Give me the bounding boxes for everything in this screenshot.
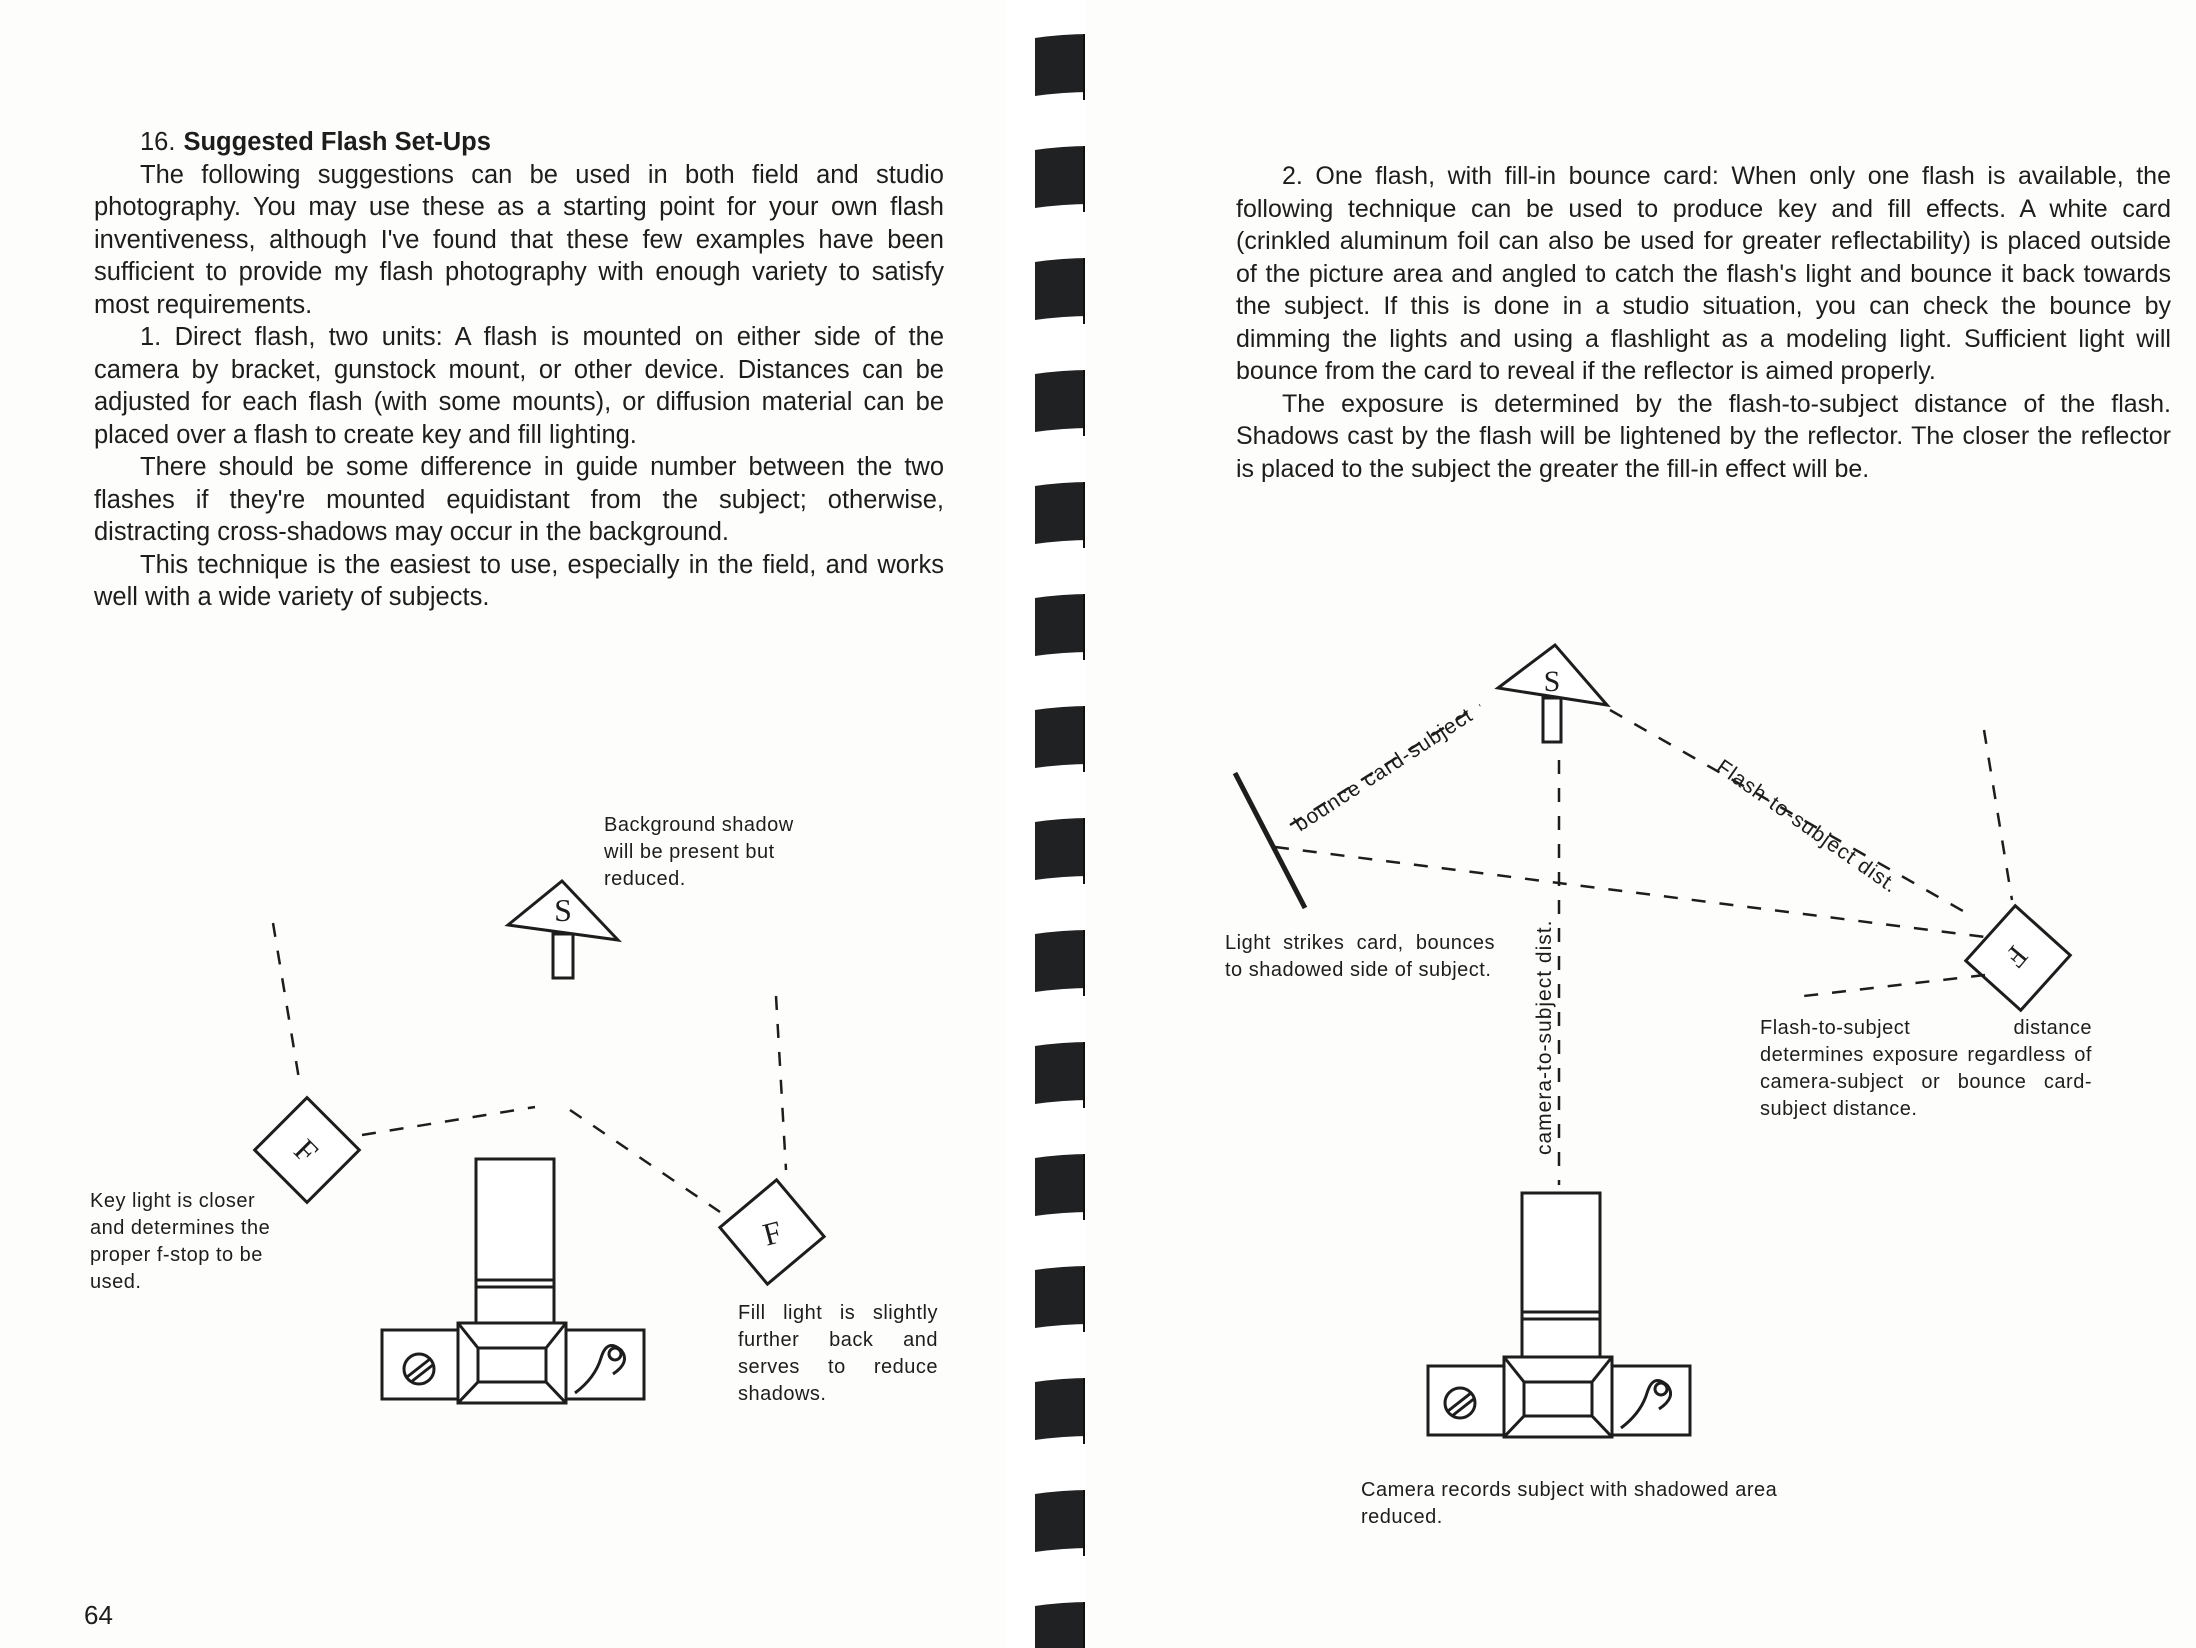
flash-to-subject-caption: Flash-to-subject distance determines exp… [1760, 1017, 2092, 1120]
paragraph: The following suggestions can be used in… [94, 160, 944, 319]
bounce-card-subject-label: bounce card-subject [1290, 704, 1477, 837]
distance-lines [1274, 703, 2014, 1185]
fill-flash-symbol [717, 1177, 827, 1287]
light-paths [271, 922, 788, 1214]
section-heading: 16.Suggested Flash Set-Ups [94, 126, 944, 159]
camera-symbol [380, 1157, 646, 1405]
camera-symbol-right [1426, 1191, 1692, 1439]
paragraph: There should be some difference in guide… [94, 453, 944, 546]
page-number-left: 64 [84, 1600, 113, 1630]
left-page: 16.Suggested Flash Set-Ups The following… [0, 0, 1020, 1648]
section-title: Suggested Flash Set-Ups [183, 128, 491, 156]
subject-symbol-right [1494, 642, 1611, 744]
paragraph: This technique is the easiest to use, es… [94, 550, 944, 612]
flash-to-subject-dist-label: Flash-to-subject dist. [1712, 755, 1902, 898]
background-shadow-caption: Background shadow will be present but re… [604, 814, 794, 890]
key-flash-symbol [252, 1095, 362, 1205]
paragraph: The exposure is determined by the flash-… [1236, 389, 2171, 483]
subject-label: S [554, 892, 572, 928]
subject-symbol [504, 878, 623, 980]
camera-records-caption: Camera records subject with shadowed are… [1361, 1479, 1778, 1528]
direct-flash-diagram: S F F [252, 878, 827, 1405]
camera-to-subject-dist-label: camera-to-subject dist. [1533, 920, 1556, 1155]
subject-label-right: S [1544, 665, 1561, 698]
light-strikes-caption: Light strikes card, bounces to shadowed … [1225, 932, 1495, 981]
section-number: 16. [140, 128, 176, 156]
left-page-text: 16.Suggested Flash Set-Ups The following… [94, 126, 944, 614]
paragraph: 1. Direct flash, two units: A flash is m… [94, 323, 944, 449]
right-page-text: 2. One flash, with fill-in bounce card: … [1236, 160, 2171, 485]
right-page: 2. One flash, with fill-in bounce card: … [1085, 0, 2196, 1648]
key-light-caption: Key light is closer and determines the p… [90, 1190, 271, 1293]
fill-light-caption: Fill light is slightly further back and … [738, 1302, 938, 1405]
bounce-card-diagram: S F bounce card-subject Flash-to-subject… [1232, 642, 2073, 1439]
flash-symbol-right [1963, 903, 2073, 1013]
paragraph: 2. One flash, with fill-in bounce card: … [1236, 162, 2171, 385]
bounce-card [1232, 771, 1308, 910]
